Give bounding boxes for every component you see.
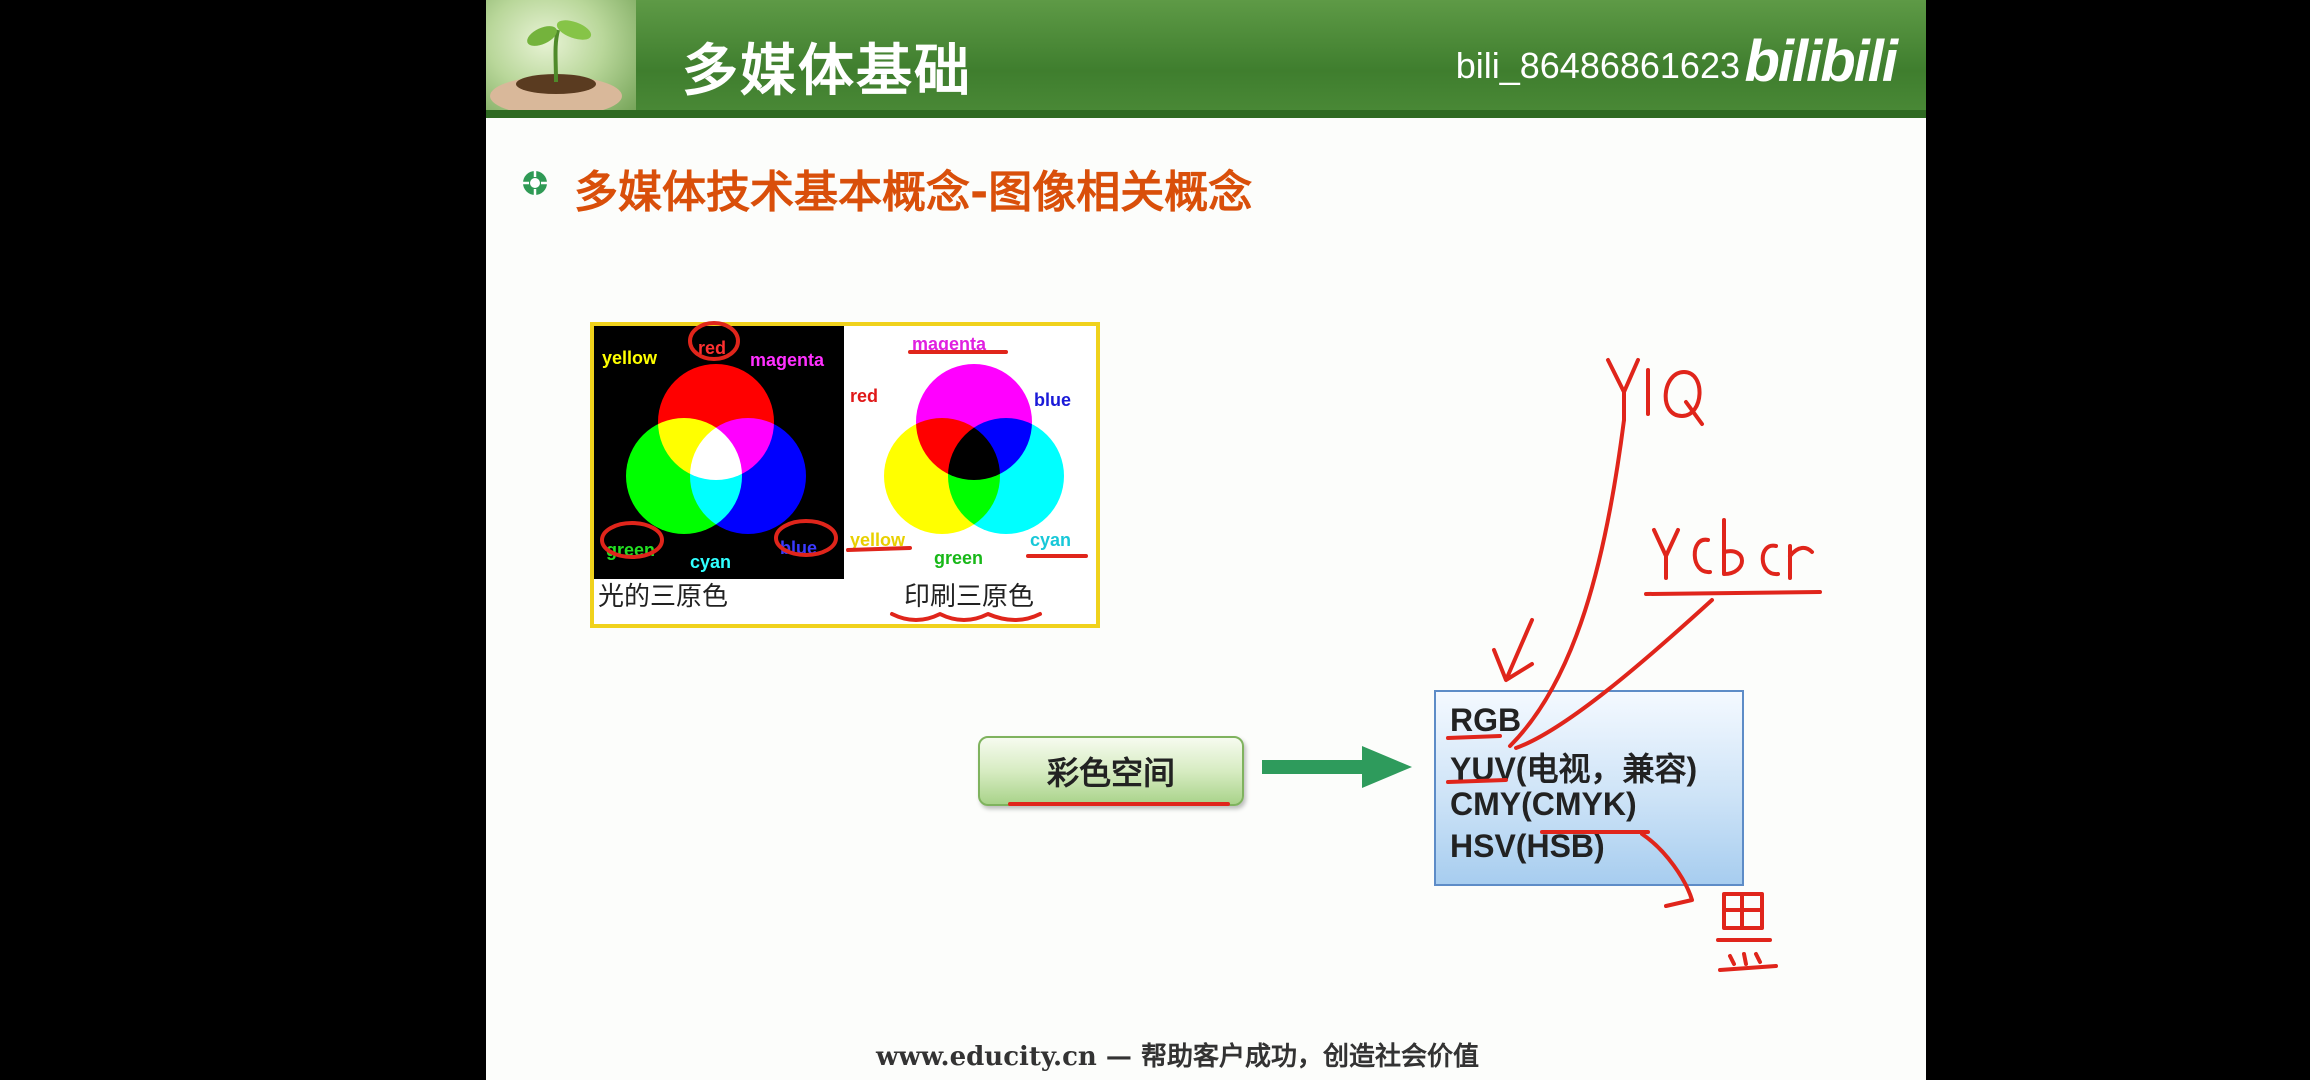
underline-ycbcr: [1644, 590, 1822, 596]
label-yellow: yellow: [850, 530, 906, 550]
line-ycbcr-to-yuv: [1514, 598, 1714, 750]
label-green: green: [934, 548, 984, 568]
handwritten-annotations: [600, 321, 1822, 972]
label-cyan: cyan: [1030, 530, 1072, 550]
slide-title: 多媒体基础: [682, 38, 972, 104]
color-space-rgb: RGB: [1450, 702, 1522, 738]
color-space-cmy: CMY(CMYK): [1450, 786, 1637, 822]
plant-in-hands-image: [486, 0, 636, 118]
arrow-right-icon: [1262, 746, 1412, 788]
handwritten-y2: [1652, 528, 1680, 580]
light-primaries-caption: 光的三原色: [598, 582, 729, 612]
label-cyan: cyan: [690, 552, 732, 572]
handwritten-c2: [1760, 543, 1780, 576]
underline-yellow: [846, 546, 912, 552]
additive-venn-diagram: [626, 364, 806, 534]
section-subtitle: 多媒体技术基本概念-图像相关概念: [574, 167, 1253, 218]
underline-yuv: [1446, 778, 1508, 784]
line-yiq-to-yuv: [1508, 418, 1626, 748]
slide-header: 多媒体基础 bili_86486861623 bilibili: [486, 0, 1926, 118]
label-blue: blue: [1034, 390, 1072, 410]
header-divider: [486, 110, 1926, 118]
handwritten-r: [1788, 544, 1814, 580]
footer-slogan: www.educity.cn — 帮助客户成功，创造社会价值: [876, 1042, 1479, 1072]
label-magenta: magenta: [750, 350, 825, 370]
slide: 多媒体基础 bili_86486861623 bilibili 多媒体技术基本概…: [486, 0, 1926, 1080]
color-space-button[interactable]: 彩色空间: [978, 736, 1244, 806]
bilibili-logo: bilibili: [1744, 29, 1898, 94]
color-space-label: 彩色空间: [1046, 754, 1175, 792]
primary-colors-figure: yellow red magenta green cyan blue 光的三原色…: [590, 322, 1100, 628]
label-red: red: [698, 338, 727, 358]
uploader-watermark: bili_86486861623: [1455, 45, 1740, 86]
handwritten-q: [1663, 370, 1704, 426]
print-primaries-caption: 印刷三原色: [904, 582, 1035, 612]
handwritten-c: [1692, 537, 1712, 574]
underline-print-caption: [890, 612, 1042, 622]
light-primaries-panel: yellow red magenta green cyan blue: [594, 326, 844, 579]
label-red: red: [850, 386, 879, 406]
color-space-list: RGB YUV(电视，兼容) CMY(CMYK) HSV(HSB): [1434, 690, 1744, 886]
handwritten-mo: [1716, 892, 1778, 972]
label-magenta: magenta: [912, 334, 987, 354]
circle-green-annotation: [600, 521, 664, 559]
bullet-icon: [523, 171, 547, 195]
circle-red-annotation: [688, 321, 740, 361]
label-yellow: yellow: [602, 348, 658, 368]
line-cmyk-to-ink: [1640, 832, 1694, 908]
circle-blue-annotation: [774, 519, 838, 557]
subtractive-venn-diagram: [884, 364, 1064, 534]
underline-rgb: [1446, 734, 1502, 740]
handwritten-b: [1722, 518, 1744, 576]
handwritten-y: [1606, 358, 1640, 422]
arrow-to-rgb: [1492, 618, 1534, 682]
